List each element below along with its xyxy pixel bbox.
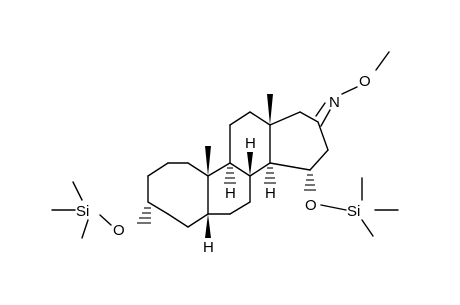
c15-o-hash (304, 174, 316, 191)
ring-a-o-label: O (113, 222, 125, 239)
h8-label: H (245, 135, 256, 152)
ring-a (147, 162, 209, 228)
ring-c (229, 111, 271, 177)
oxime-n-label: N (329, 94, 340, 111)
h9-label: H (225, 185, 236, 202)
ring-d-si-label: Si (347, 203, 360, 220)
h9-hash (224, 167, 236, 184)
h5-wedge (205, 214, 211, 238)
ring-d (269, 111, 329, 171)
oxime-group (315, 51, 390, 127)
h5-label: H (203, 239, 214, 256)
oxime-o-label: O (359, 73, 371, 90)
h14-hash (264, 167, 276, 184)
h8-wedge (247, 152, 253, 176)
ring-a-si-label: Si (76, 203, 89, 220)
h14-label: H (265, 185, 276, 202)
ring-d-o-label: O (305, 197, 317, 214)
c18-methyl-wedge (267, 94, 273, 125)
c3-o-hash (137, 207, 151, 224)
ring-b (207, 162, 251, 215)
c19-methyl-wedge (205, 146, 211, 176)
